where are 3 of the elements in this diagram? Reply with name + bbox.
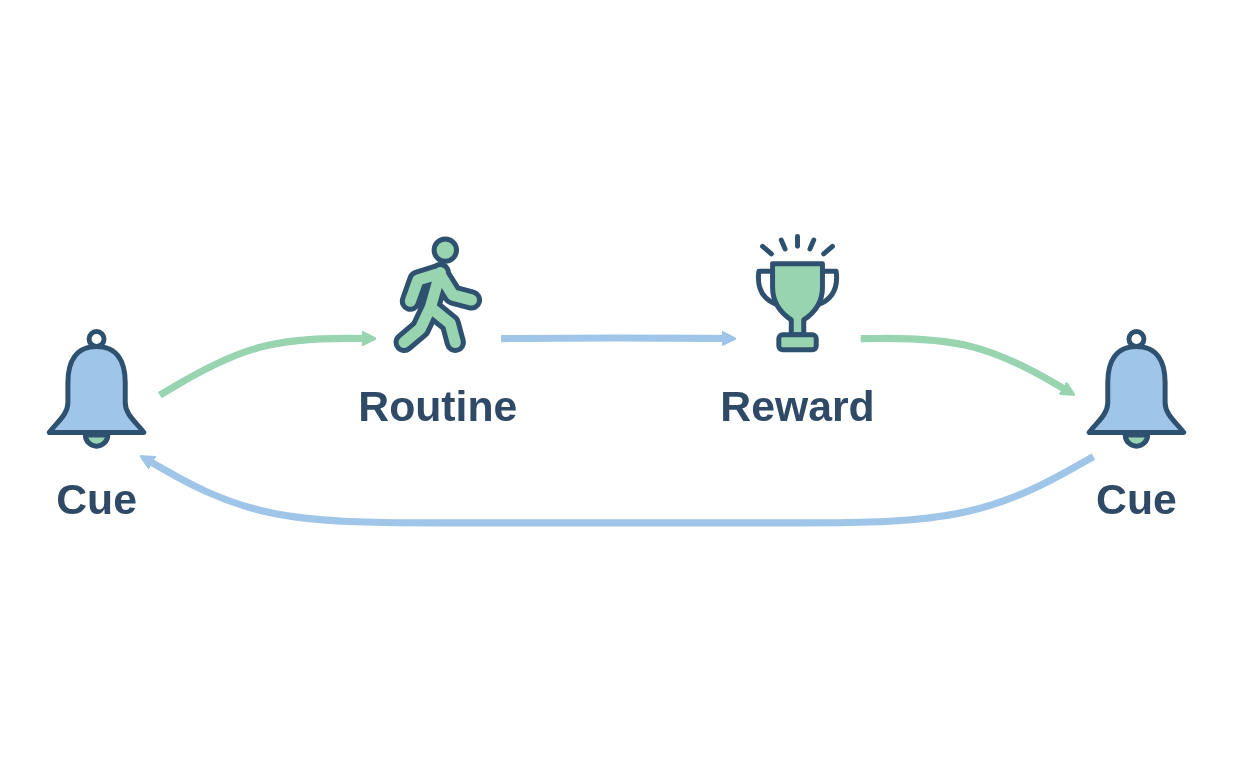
arrow	[139, 453, 1096, 527]
arrow	[501, 330, 737, 347]
arrow	[860, 334, 1076, 396]
